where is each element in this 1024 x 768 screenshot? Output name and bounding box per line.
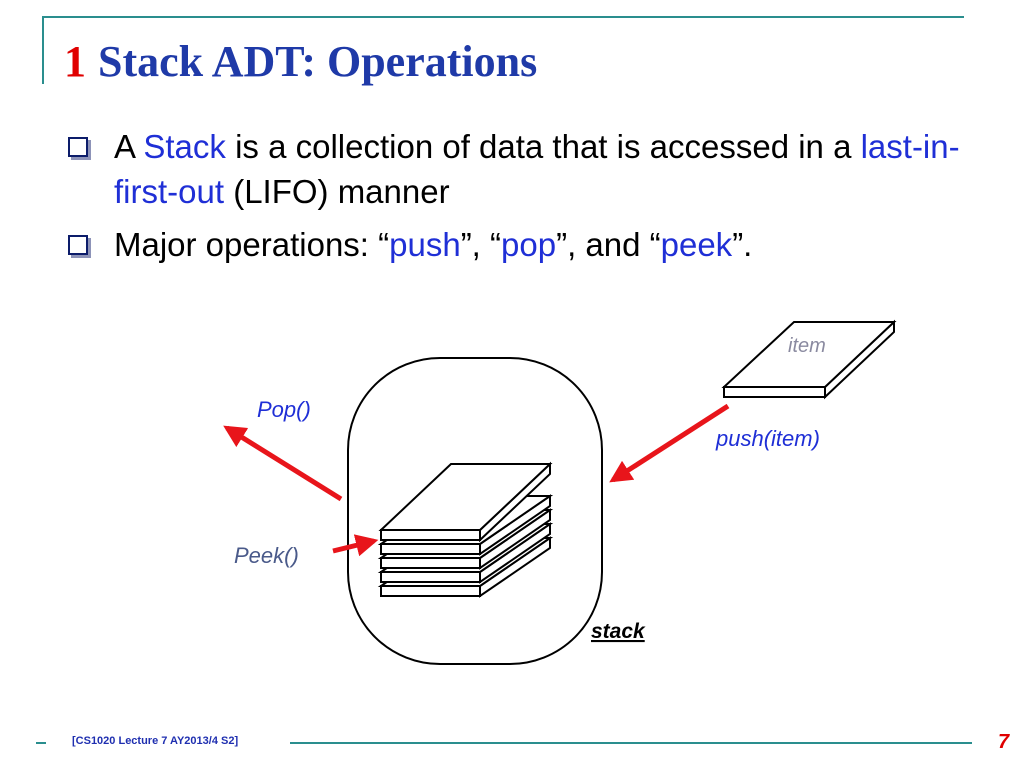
push-arrow — [609, 403, 730, 483]
checkbox-bullet-icon — [68, 137, 88, 157]
stack-label: stack — [591, 620, 646, 643]
page-number: 7 — [998, 731, 1010, 753]
peek-label: Peek() — [234, 543, 299, 568]
bullet-text: ”. — [732, 226, 753, 263]
push-label: push(item) — [715, 426, 820, 451]
frame-top-line — [42, 16, 964, 18]
item-plate — [721, 319, 897, 400]
bullet-text: (LIFO) manner — [224, 173, 450, 210]
footer-text: [CS1020 Lecture 7 AY2013/4 S2] — [72, 735, 239, 747]
bullet-list: A Stack is a collection of data that is … — [64, 124, 1004, 275]
op-push: push — [389, 226, 461, 263]
checkbox-bullet-icon — [68, 235, 88, 255]
op-pop: pop — [501, 226, 557, 263]
item-label: item — [788, 335, 826, 357]
term-stack: Stack — [143, 128, 226, 165]
pop-label: Pop() — [257, 397, 311, 422]
bullet-text: A — [114, 128, 144, 165]
bullet-text: Major operations: “ — [114, 226, 390, 263]
peek-arrow — [332, 534, 379, 557]
footer-right-line — [290, 742, 972, 744]
term-lifo: last-in-first-out — [114, 128, 960, 210]
slide-title-text: Stack ADT: Operations — [98, 37, 538, 86]
bullet-text: ”, and “ — [556, 226, 661, 263]
frame-left-line — [42, 16, 44, 84]
bullet-item: A Stack is a collection of data that is … — [64, 124, 1004, 214]
pop-arrow — [223, 425, 343, 502]
plate-top — [378, 461, 553, 543]
bullet-text: ”, “ — [460, 226, 502, 263]
bullet-item: Major operations: “push”, “pop”, and “pe… — [64, 222, 1004, 267]
footer-left-line — [36, 742, 46, 744]
op-peek: peek — [660, 226, 733, 263]
bullet-text: is a collection of data that is accessed… — [225, 128, 861, 165]
slide-number: 1 — [64, 37, 86, 86]
stack-plates — [377, 461, 554, 598]
